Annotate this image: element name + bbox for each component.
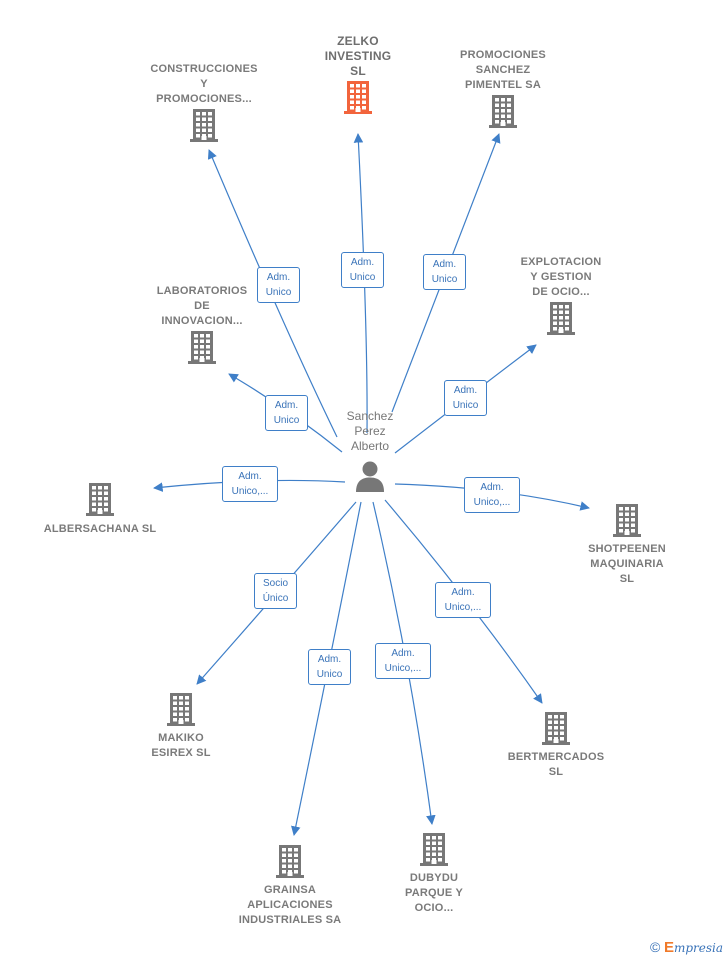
company-name: BERTMERCADOS SL [507,751,605,778]
company-node-laboratorios[interactable]: LABORATORIOS DE INNOVACION... [127,284,277,365]
company-name: SHOTPEENEN MAQUINARIA SL [588,543,666,585]
company-node-grainsa[interactable]: GRAINSA APLICACIONES INDUSTRIALES SA [215,843,365,928]
company-node-promociones-sanchez[interactable]: PROMOCIONES SANCHEZ PIMENTEL SA [428,48,578,129]
company-name: LABORATORIOS DE INNOVACION... [156,285,248,327]
company-name: PROMOCIONES SANCHEZ PIMENTEL SA [460,49,546,91]
company-name: GRAINSA APLICACIONES INDUSTRIALES SA [238,884,342,926]
company-node-bertmercados[interactable]: BERTMERCADOS SL [481,710,631,780]
company-node-albersachana[interactable]: ALBERSACHANA SL [25,481,175,537]
person-name: Sanchez Perez Alberto [346,409,394,453]
relation-label-bertmercados[interactable]: Adm. Unico,... [435,582,491,618]
building-icon [489,95,517,128]
building-icon [344,81,372,114]
brand-initial: E [663,939,674,956]
company-name: ALBERSACHANA SL [43,523,157,535]
relation-label-explotacion[interactable]: Adm. Unico [444,380,487,416]
relation-label-zelko[interactable]: Adm. Unico [341,252,384,288]
relation-label-albersachana[interactable]: Adm. Unico,... [222,466,278,502]
relation-label-makiko[interactable]: Socio Único [254,573,297,609]
company-node-makiko[interactable]: MAKIKO ESIREX SL [106,691,256,761]
relation-label-promociones-sanchez[interactable]: Adm. Unico [423,254,466,290]
company-node-zelko[interactable]: ZELKO INVESTING SL [283,34,433,115]
building-icon [190,109,218,142]
building-icon [420,833,448,866]
copyright-icon: © [650,939,661,955]
company-name: ZELKO INVESTING SL [324,34,392,78]
company-name: MAKIKO ESIREX SL [151,732,211,759]
company-name: DUBYDU PARQUE Y OCIO... [404,872,464,914]
building-icon [188,331,216,364]
company-node-shotpeenen[interactable]: SHOTPEENEN MAQUINARIA SL [552,502,702,587]
edge-zelko [353,133,368,434]
company-name: CONSTRUCCIONES Y PROMOCIONES... [150,63,258,105]
footer-brand: © Empresia [650,939,723,956]
company-node-construcciones[interactable]: CONSTRUCCIONES Y PROMOCIONES... [129,62,279,143]
building-icon [276,845,304,878]
building-icon [613,504,641,537]
company-node-dubydu[interactable]: DUBYDU PARQUE Y OCIO... [359,831,509,916]
company-node-explotacion[interactable]: EXPLOTACION Y GESTION DE OCIO... [486,255,636,336]
person-icon [356,461,384,492]
edge-construcciones [207,149,338,438]
building-icon [167,693,195,726]
person-node[interactable]: Sanchez Perez Alberto [320,409,420,494]
relation-label-grainsa[interactable]: Adm. Unico [308,649,351,685]
building-icon [86,483,114,516]
relation-label-laboratorios[interactable]: Adm. Unico [265,395,308,431]
building-icon [547,302,575,335]
relation-label-construcciones[interactable]: Adm. Unico [257,267,300,303]
brand-name: mpresia [673,941,724,955]
relation-label-dubydu[interactable]: Adm. Unico,... [375,643,431,679]
building-icon [542,712,570,745]
company-name: EXPLOTACION Y GESTION DE OCIO... [520,256,602,298]
relation-label-shotpeenen[interactable]: Adm. Unico,... [464,477,520,513]
